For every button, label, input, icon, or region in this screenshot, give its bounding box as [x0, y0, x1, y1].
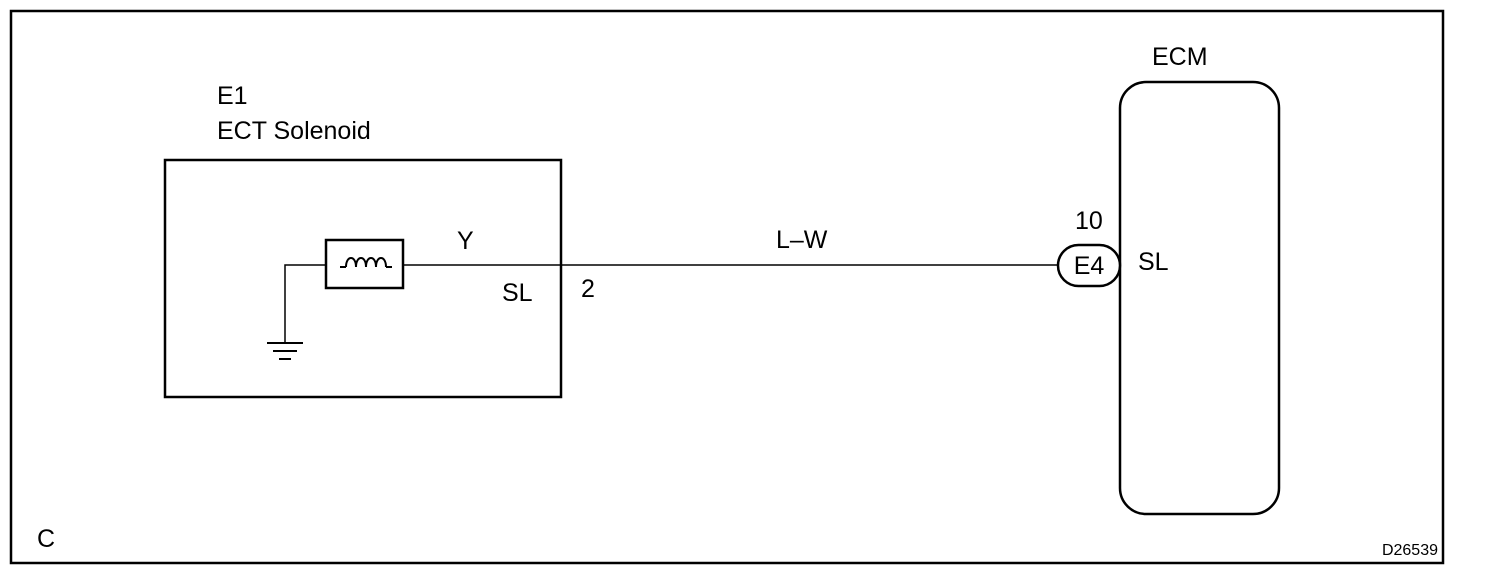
solenoid-wire-color: Y	[457, 227, 474, 255]
ecm-connector: E4	[1056, 243, 1122, 288]
solenoid-pin-number: 2	[581, 275, 595, 303]
ground-wire	[284, 264, 326, 343]
ecm-box	[1118, 80, 1281, 516]
ecm-component: ECM 10 E4 SL	[1056, 43, 1281, 516]
wire-color-code: L–W	[776, 226, 828, 254]
solenoid-box	[163, 158, 563, 399]
section-letter: C	[37, 525, 55, 553]
ecm-pin-number: 10	[1075, 207, 1103, 235]
ecm-terminal-name: SL	[1138, 248, 1169, 276]
figure-id: D26539	[1382, 542, 1438, 559]
solenoid-name: ECT Solenoid	[217, 117, 371, 145]
solenoid-connector-code: E1	[217, 82, 248, 110]
ect-solenoid-component: E1 ECT Solenoid Y SL 2	[163, 82, 595, 399]
diagram-frame	[9, 9, 1445, 565]
ecm-name: ECM	[1152, 43, 1208, 71]
solenoid-terminal-name: SL	[502, 279, 533, 307]
ground-icon	[267, 342, 303, 360]
ecm-connector-code: E4	[1074, 252, 1105, 280]
coil-icon	[324, 238, 405, 290]
